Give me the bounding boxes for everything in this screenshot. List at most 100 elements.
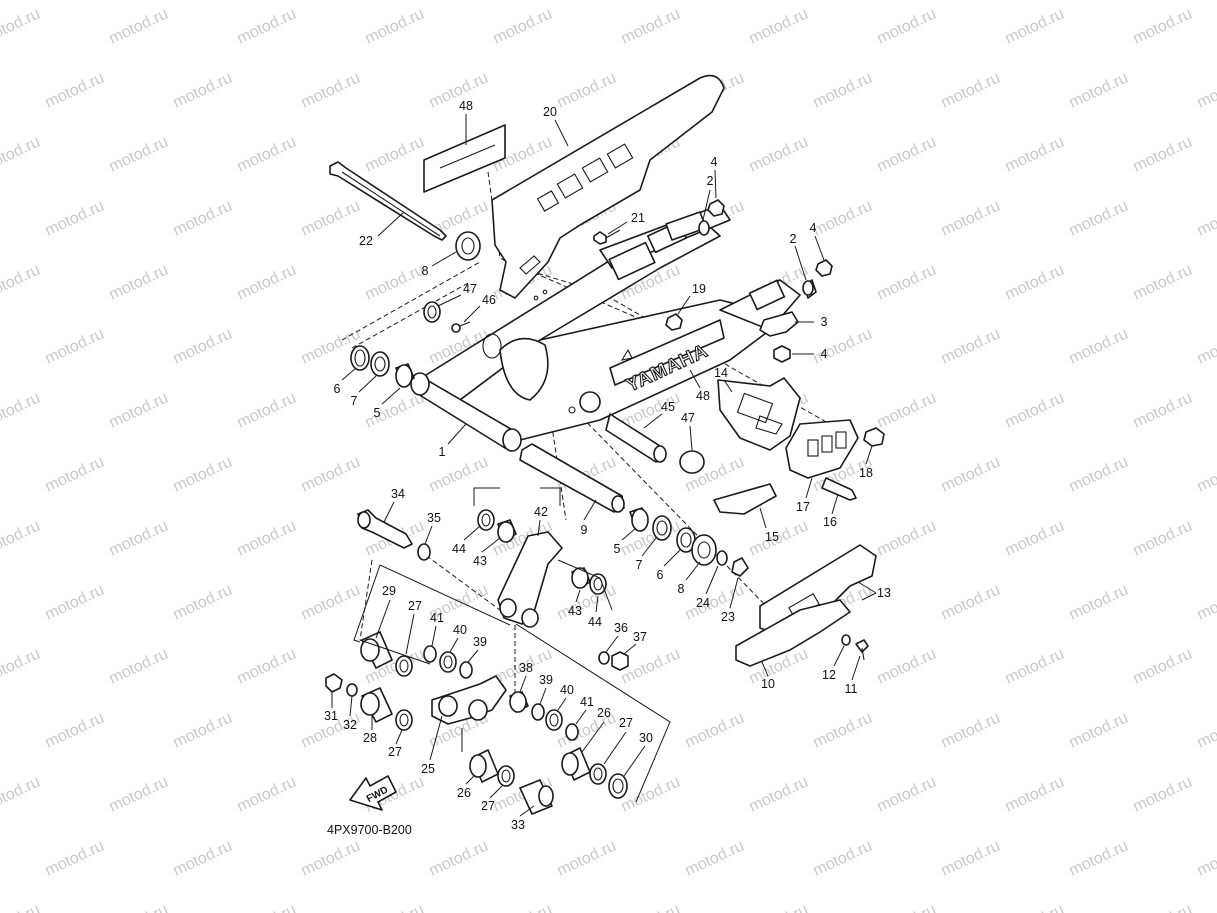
callout-27-d: 27 <box>481 785 503 813</box>
callout-19: 19 <box>677 282 706 315</box>
svg-text:16: 16 <box>823 515 837 529</box>
svg-text:48: 48 <box>696 389 710 403</box>
svg-text:6: 6 <box>657 568 664 582</box>
callout-46: 46 <box>463 293 496 323</box>
bolt-part-18 <box>863 427 885 447</box>
svg-text:2: 2 <box>707 174 714 188</box>
callout-9: 9 <box>581 499 597 537</box>
watermark-text: motod.ru <box>0 902 43 913</box>
callout-18: 18 <box>859 445 873 480</box>
washer-part-35 <box>417 543 431 561</box>
bolt-part-11 <box>855 639 869 661</box>
callout-40-b: 40 <box>557 683 574 711</box>
callout-28: 28 <box>363 716 377 745</box>
svg-text:3: 3 <box>821 315 828 329</box>
callout-27-b: 27 <box>603 716 633 765</box>
callout-4-a: 4 <box>711 155 718 199</box>
callout-10: 10 <box>761 661 775 691</box>
dust-seal-part-8-top <box>455 231 481 261</box>
svg-text:39: 39 <box>473 635 487 649</box>
callout-39-b: 39 <box>539 673 553 705</box>
callout-11: 11 <box>845 655 861 696</box>
seal-part-27-right <box>589 763 607 785</box>
callout-31: 31 <box>324 692 338 723</box>
washer-part-32 <box>346 683 358 697</box>
svg-text:40: 40 <box>453 623 467 637</box>
callout-29: 29 <box>375 584 396 639</box>
collar-part-33 <box>519 779 554 815</box>
callout-35: 35 <box>424 511 441 545</box>
svg-text:12: 12 <box>822 668 836 682</box>
svg-text:46: 46 <box>482 293 496 307</box>
cap-part-47-top <box>423 301 441 323</box>
callout-8-b: 8 <box>678 561 701 596</box>
nut-part-37 <box>611 651 629 671</box>
bolt-part-21 <box>593 229 621 245</box>
callout-26-b: 26 <box>457 775 475 800</box>
svg-text:41: 41 <box>580 695 594 709</box>
callout-38: 38 <box>519 661 533 693</box>
callout-17: 17 <box>796 477 813 514</box>
bearing-part-26-right <box>561 747 591 781</box>
callout-27-c: 27 <box>388 729 403 759</box>
svg-text:18: 18 <box>859 466 873 480</box>
callout-6-a: 6 <box>334 367 357 396</box>
callout-7-a: 7 <box>351 375 377 408</box>
guide-part-15 <box>713 483 777 515</box>
svg-text:23: 23 <box>721 610 735 624</box>
callout-6-b: 6 <box>657 549 681 582</box>
svg-text:6: 6 <box>334 382 341 396</box>
callout-34: 34 <box>383 487 405 523</box>
svg-text:41: 41 <box>430 611 444 625</box>
callout-4-b: 4 <box>810 221 825 261</box>
svg-text:44: 44 <box>452 542 466 556</box>
callout-4-c: 4 <box>792 347 828 361</box>
svg-text:45: 45 <box>661 400 675 414</box>
svg-text:4: 4 <box>821 347 828 361</box>
small-bearings-41-40-39-upper <box>423 645 473 679</box>
callout-22: 22 <box>359 211 405 248</box>
small-bearings-38-39-40-41 <box>509 691 579 741</box>
bearings-right-5-7-6-8-24-23 <box>629 507 749 577</box>
svg-text:13: 13 <box>877 586 891 600</box>
callout-41-a: 41 <box>430 611 444 647</box>
callout-1: 1 <box>439 423 467 459</box>
callout-15: 15 <box>759 507 779 544</box>
seal-part-27-left <box>395 709 413 731</box>
callout-12: 12 <box>822 645 845 682</box>
svg-text:10: 10 <box>761 677 775 691</box>
callout-30: 30 <box>623 731 653 777</box>
adjuster-upper-right <box>665 199 833 299</box>
bearing-part-26-bottom <box>469 749 499 783</box>
callout-14: 14 <box>714 366 733 393</box>
svg-text:37: 37 <box>633 630 647 644</box>
callout-2-a: 2 <box>702 174 714 221</box>
svg-text:9: 9 <box>581 523 588 537</box>
callout-42: 42 <box>534 505 548 537</box>
svg-text:28: 28 <box>363 731 377 745</box>
relay-arm-part-42 <box>497 531 563 628</box>
guide-plate-part-17 <box>785 419 859 479</box>
bearings-left-6-7-5 <box>350 345 415 388</box>
svg-text:14: 14 <box>714 366 728 380</box>
svg-text:47: 47 <box>681 411 695 425</box>
callouts: 48 20 4 2 21 22 8 2 4 47 46 19 3 4 6 7 5… <box>324 99 891 832</box>
svg-text:17: 17 <box>796 500 810 514</box>
callout-33: 33 <box>511 805 535 832</box>
callout-43-b: 43 <box>568 589 582 618</box>
callout-44-b: 44 <box>588 595 602 629</box>
callout-2-b: 2 <box>790 232 807 281</box>
decal-part-48 <box>423 124 506 193</box>
svg-text:42: 42 <box>534 505 548 519</box>
callout-3: 3 <box>795 315 828 329</box>
bolt-part-16 <box>821 477 857 501</box>
svg-text:38: 38 <box>519 661 533 675</box>
screw-part-46 <box>451 321 471 333</box>
washer-part-36 <box>598 651 610 665</box>
callout-41-b: 41 <box>575 695 594 725</box>
group-brackets <box>353 487 671 803</box>
svg-text:33: 33 <box>511 818 525 832</box>
svg-text:43: 43 <box>473 554 487 568</box>
svg-text:40: 40 <box>560 683 574 697</box>
